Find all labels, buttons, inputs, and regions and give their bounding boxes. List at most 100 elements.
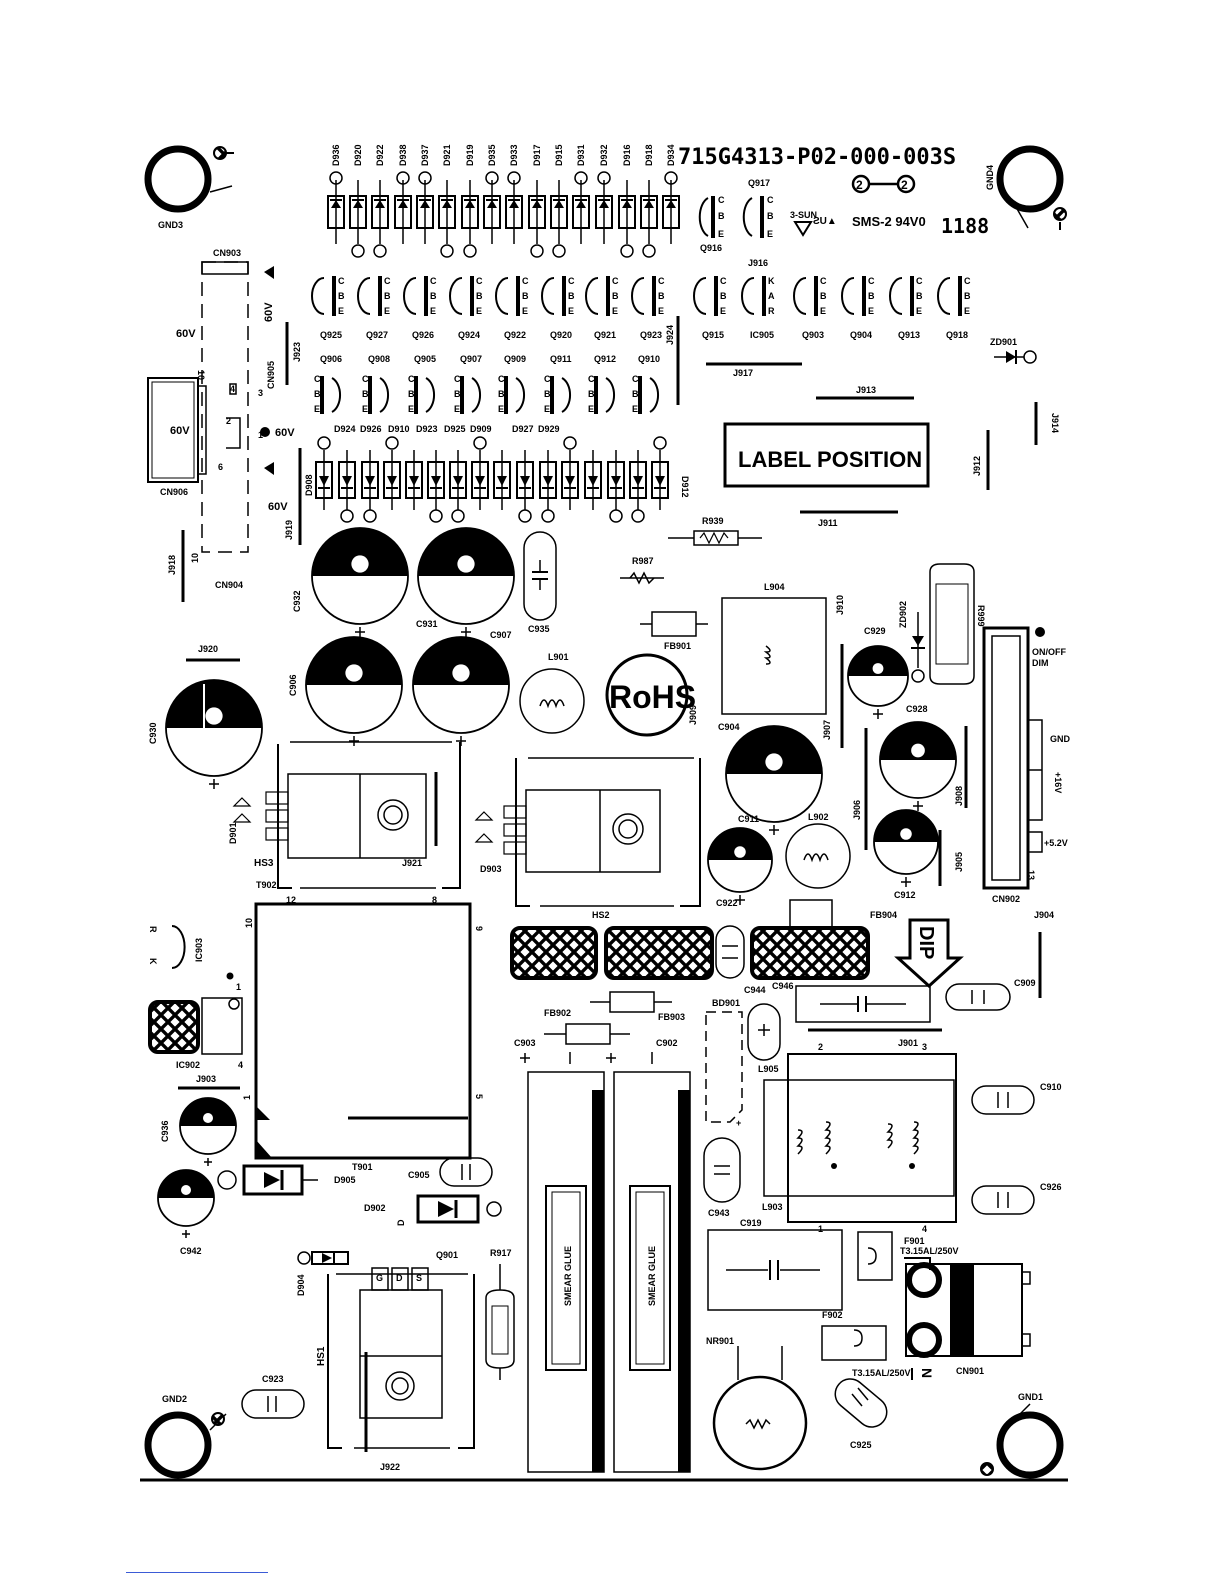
svg-text:B: B	[314, 389, 321, 399]
svg-text:C931: C931	[416, 619, 438, 629]
hatched-pad-3	[750, 926, 870, 980]
svg-text:J921: J921	[402, 858, 422, 868]
svg-text:J906: J906	[852, 800, 862, 820]
mounting-hole-gnd4: GND4	[985, 145, 1067, 230]
diode-row2-item	[584, 450, 602, 510]
svg-text:E: E	[568, 306, 574, 316]
svg-text:C: C	[568, 276, 575, 286]
svg-text:ZD902: ZD902	[898, 601, 908, 628]
svg-text:J922: J922	[380, 1462, 400, 1472]
ecap-c931: C931	[416, 527, 515, 637]
transistor-row-2: Q906CBEQ908CBEQ905CBEQ907CBEQ909CBEQ911C…	[314, 354, 660, 414]
svg-text:Q924: Q924	[458, 330, 480, 340]
svg-text:3: 3	[258, 388, 263, 398]
hs1-heatsink: Q901 G D S HS1 J922	[316, 1250, 475, 1472]
c912-label: C912	[894, 890, 916, 900]
diode-row2-item	[383, 436, 401, 510]
svg-text:B: B	[964, 291, 971, 301]
svg-text:L905: L905	[758, 1064, 779, 1074]
svg-text:Q905: Q905	[414, 354, 436, 364]
fb903-ferrite: FB903	[590, 991, 685, 1022]
l902-inductor: L902	[785, 812, 851, 889]
cn903-connector: CN903 CN904 10 10	[190, 248, 274, 590]
svg-text:B: B	[522, 291, 529, 301]
diode-row2-item	[629, 450, 647, 523]
svg-text:B: B	[612, 291, 619, 301]
svg-text:T901: T901	[352, 1162, 373, 1172]
svg-text:4: 4	[922, 1224, 927, 1234]
svg-text:B: B	[498, 389, 505, 399]
svg-text:2: 2	[856, 178, 863, 192]
svg-text:L904: L904	[764, 582, 785, 592]
svg-text:C910: C910	[1040, 1082, 1062, 1092]
d902-diode: D902 D	[364, 1194, 502, 1226]
c946-label: C946	[772, 981, 794, 991]
svg-text:ZD901: ZD901	[990, 337, 1017, 347]
svg-text:J903: J903	[196, 1074, 216, 1084]
svg-text:J919: J919	[284, 520, 294, 540]
gnd1-label: GND1	[1018, 1392, 1043, 1402]
diode-d936: D936	[327, 144, 345, 244]
svg-text:CN904: CN904	[215, 580, 243, 590]
svg-text:C: C	[718, 195, 725, 205]
c943-capacitor: C943	[703, 1137, 741, 1218]
svg-text:C936: C936	[160, 1120, 170, 1142]
gnd2-label: GND2	[162, 1394, 187, 1404]
svg-text:C906: C906	[288, 674, 298, 696]
svg-text:Q910: Q910	[638, 354, 660, 364]
part-number: 715G4313-P02-000-003S	[678, 145, 956, 170]
svg-text:D912: D912	[680, 476, 690, 498]
svg-text:1: 1	[818, 1224, 823, 1234]
svg-text:E: E	[338, 306, 344, 316]
diode-row2-item	[516, 450, 534, 523]
svg-text:C: C	[498, 374, 505, 384]
svg-text:D919: D919	[465, 144, 475, 166]
svg-text:J905: J905	[954, 852, 964, 872]
cn906-connector: 60V CN906 4 3 2 6 1	[147, 377, 263, 497]
ecap-c912	[873, 809, 939, 887]
footer-link-underline[interactable]	[126, 1572, 268, 1573]
svg-text:IC902: IC902	[176, 1060, 200, 1070]
svg-text:LABEL POSITION: LABEL POSITION	[738, 447, 922, 472]
svg-text:D901: D901	[228, 822, 238, 844]
svg-text:C: C	[820, 276, 827, 286]
svg-text:10: 10	[196, 370, 206, 380]
svg-text:B: B	[820, 291, 827, 301]
diode-row2-item	[561, 436, 579, 510]
svg-text:E: E	[476, 306, 482, 316]
svg-text:2: 2	[818, 1042, 823, 1052]
svg-text:L901: L901	[548, 652, 569, 662]
ecap-c932: C932	[292, 527, 409, 637]
svg-text:D: D	[396, 1219, 406, 1226]
svg-text:J908: J908	[954, 786, 964, 806]
label-d910: D910	[388, 424, 410, 434]
svg-text:D915: D915	[554, 144, 564, 166]
cert-text: SMS-2 94V0	[852, 214, 926, 229]
diode-d921: D921	[438, 144, 456, 258]
svg-text:C905: C905	[408, 1170, 430, 1180]
svg-text:J918: J918	[167, 555, 177, 575]
certification-mark: 3-SUN ƧU▲ SMS-2 94V0 1188	[790, 210, 989, 238]
svg-text:Q927: Q927	[366, 330, 388, 340]
diode-row2-item	[651, 436, 669, 510]
svg-text:Q908: Q908	[368, 354, 390, 364]
svg-text:E: E	[362, 404, 368, 414]
ecap-c904	[725, 725, 823, 835]
c926-capacitor: C926	[971, 1182, 1062, 1215]
svg-text:B: B	[384, 291, 391, 301]
ecap-c907: C907	[412, 630, 512, 746]
svg-text:D917: D917	[532, 144, 542, 166]
svg-text:HS3: HS3	[254, 858, 274, 869]
c904-label: C904	[718, 722, 740, 732]
svg-text:3: 3	[922, 1042, 927, 1052]
